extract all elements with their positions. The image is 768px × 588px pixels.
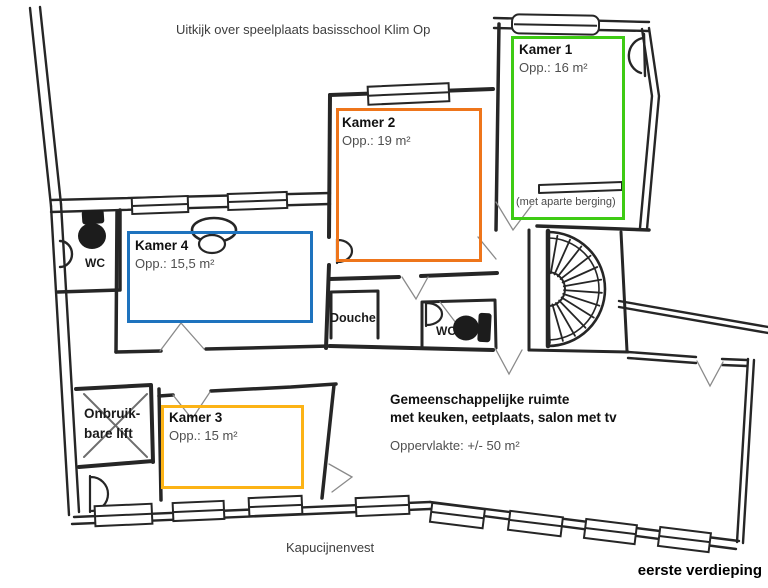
kamer-1-label: Kamer 1 Opp.: 16 m²	[519, 42, 588, 76]
lift-label-line2: bare lift	[84, 426, 133, 441]
lift-cross	[83, 393, 148, 458]
kamer-3-name: Kamer 3	[169, 410, 223, 425]
kamer-1-area: Opp.: 16 m²	[519, 60, 588, 75]
kamer-1-note: (met aparte berging)	[516, 196, 616, 208]
common-room-title-1: Gemeenschappelijke ruimte	[390, 392, 570, 407]
kamer-2-label: Kamer 2 Opp.: 19 m²	[342, 115, 411, 149]
common-room-title-2: met keuken, eetplaats, salon met tv	[390, 410, 617, 425]
street-label: Kapucijnenvest	[286, 540, 375, 555]
wc-right-label: WC	[436, 324, 456, 338]
floor-label: eerste verdieping	[637, 562, 762, 579]
toilet-icon-right	[453, 312, 492, 343]
kamer-3-area: Opp.: 15 m²	[169, 428, 238, 443]
wc-left-label: WC	[85, 256, 105, 270]
kamer-2-name: Kamer 2	[342, 115, 396, 130]
kamer-4-label: Kamer 4 Opp.: 15,5 m²	[135, 238, 214, 272]
kamer-4-highlight	[127, 231, 313, 323]
lift-label-line1: Onbruik-	[84, 406, 141, 421]
toilet-icon-left	[78, 209, 106, 249]
kamer-3-highlight	[161, 405, 304, 489]
kamer-4-name: Kamer 4	[135, 238, 189, 253]
kamer-2-area: Opp.: 19 m²	[342, 133, 411, 148]
windows	[93, 13, 713, 554]
spiral-staircase-steps	[547, 234, 603, 344]
kamer-1-name: Kamer 1	[519, 42, 573, 57]
kamer-3-label: Kamer 3 Opp.: 15 m²	[169, 410, 238, 444]
kamer-4-area: Opp.: 15,5 m²	[135, 256, 215, 271]
kamer-2-highlight	[336, 108, 482, 262]
lift-label: Onbruik- bare lift	[84, 404, 140, 444]
shower-label: Douche	[330, 311, 376, 325]
sink-icon	[58, 239, 74, 269]
kamer-1-highlight	[511, 36, 625, 220]
common-room-label: Gemeenschappelijke ruimte met keuken, ee…	[390, 391, 617, 453]
common-room-area: Oppervlakte: +/- 50 m²	[390, 438, 520, 453]
top-note: Uitkijk over speelplaats basisschool Kli…	[176, 22, 431, 37]
